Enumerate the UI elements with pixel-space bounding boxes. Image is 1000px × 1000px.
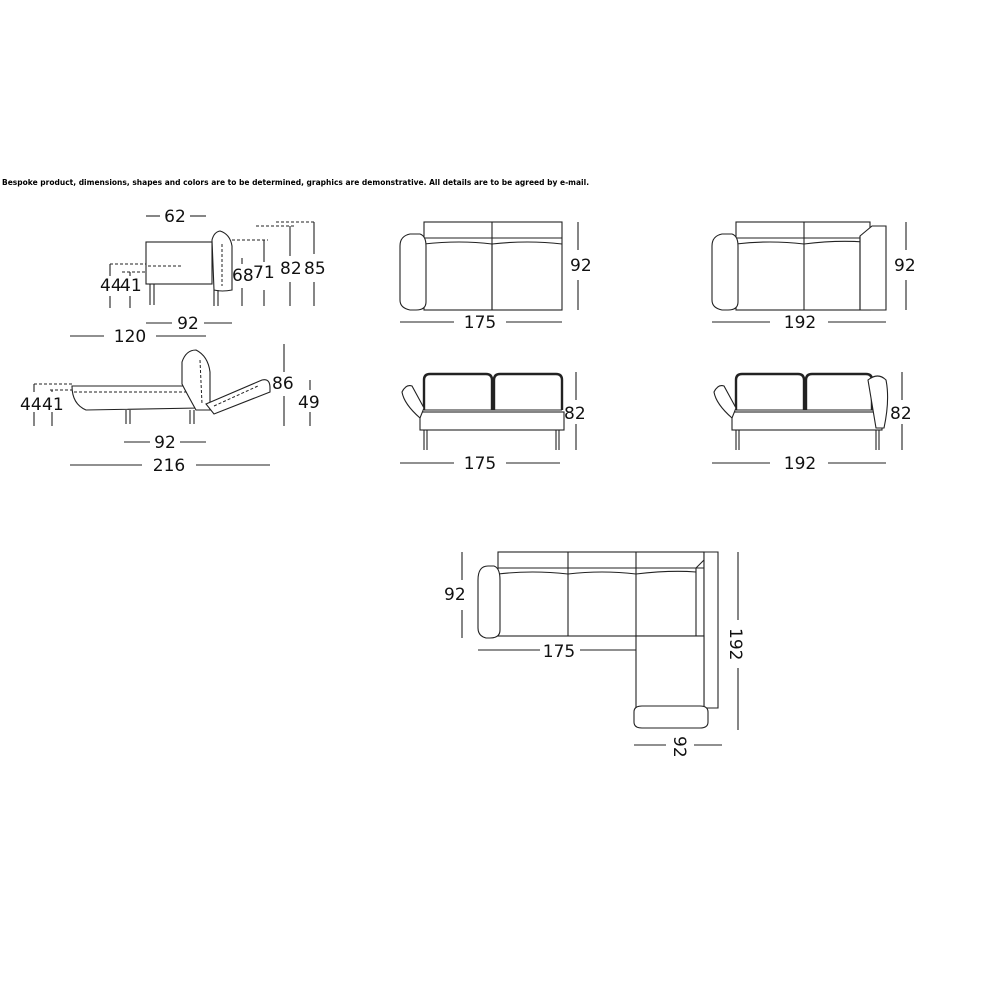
dim-height-85: 85: [304, 259, 326, 279]
side-view-bed: 120 44 41 86 49 92: [20, 327, 320, 476]
front-view-192: 192 82: [712, 372, 912, 474]
dim-depth-92: 92: [570, 256, 592, 276]
dim-height-71: 71: [253, 263, 275, 283]
dim-height-49: 49: [298, 393, 320, 413]
top-view-192: 192 92: [711, 221, 916, 333]
dim-height-82: 82: [280, 259, 302, 279]
dim-height-44: 44: [20, 395, 42, 415]
dim-height-44: 44: [100, 276, 122, 296]
dim-width-92: 92: [177, 314, 199, 334]
dim-width-92: 92: [154, 433, 176, 453]
dim-height-82: 82: [564, 404, 586, 424]
dim-height-86: 86: [272, 374, 294, 394]
dim-depth-92: 92: [444, 585, 466, 605]
dim-depth-62: 62: [164, 207, 186, 227]
dim-width-192: 192: [784, 454, 816, 474]
corner-top-view: 92 175 192 92: [444, 551, 745, 758]
dim-height-68: 68: [232, 266, 254, 286]
dim-length-120: 120: [114, 327, 146, 347]
dim-width-192: 192: [784, 313, 816, 333]
dim-height-41: 41: [42, 395, 64, 415]
front-view-175: 175 82: [400, 372, 586, 474]
dim-width-175: 175: [464, 454, 496, 474]
dim-height-41: 41: [120, 276, 142, 296]
dim-chaise-92: 92: [669, 736, 689, 758]
dim-width-175: 175: [543, 642, 575, 662]
dim-height-82: 82: [890, 404, 912, 424]
dim-depth-92: 92: [894, 256, 916, 276]
dim-length-216: 216: [153, 456, 185, 476]
dim-width-175: 175: [464, 313, 496, 333]
top-view-175: 175 92: [399, 221, 592, 333]
dim-length-192: 192: [725, 628, 745, 660]
disclaimer-text: Bespoke product, dimensions, shapes and …: [2, 178, 590, 187]
side-view-seat: 62 44 41 68 71 82 85 92: [100, 207, 326, 334]
